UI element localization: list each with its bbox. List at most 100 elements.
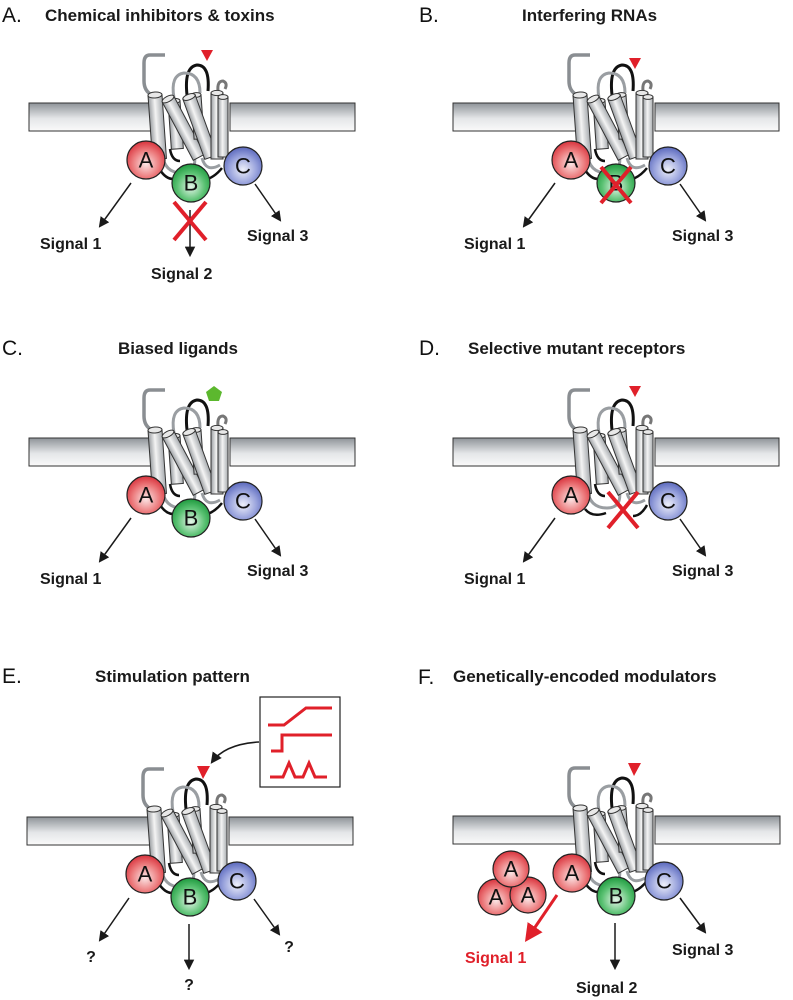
ligand-triangle-icon — [197, 766, 210, 779]
svg-text:A: A — [138, 862, 153, 887]
membrane-right — [229, 437, 356, 467]
ligand-triangle-icon — [628, 763, 641, 776]
membrane-right — [654, 102, 780, 132]
svg-text:A: A — [521, 883, 536, 908]
membrane-left — [452, 102, 580, 132]
effector-a: A — [126, 140, 166, 180]
membrane-right — [228, 816, 354, 846]
effector-c: C — [217, 861, 257, 901]
signal-1-label: Signal 1 — [464, 571, 525, 588]
panel-d-title: Selective mutant receptors — [468, 339, 685, 358]
signal-2-label: Signal 2 — [576, 980, 637, 997]
effector-b: B — [170, 877, 210, 917]
membrane-left — [26, 816, 154, 846]
membrane-right — [654, 815, 781, 845]
arrow-signal-3 — [253, 898, 281, 936]
effector-c: C — [223, 481, 263, 521]
panel-e-title: Stimulation pattern — [95, 667, 250, 686]
signal-1-label: Signal 1 — [465, 950, 526, 967]
svg-text:C: C — [229, 869, 245, 894]
panel-f-title: Genetically-encoded modulators — [453, 667, 717, 686]
effector-a: A — [125, 854, 165, 894]
ligand-triangle-icon — [629, 386, 641, 397]
membrane-left — [452, 437, 580, 467]
panel-a-letter: A. — [2, 4, 22, 27]
effector-a: A — [551, 475, 591, 515]
stimulation-pattern-inset — [259, 696, 341, 788]
svg-text:A: A — [564, 483, 579, 508]
svg-text:A: A — [565, 861, 580, 886]
effector-b: B — [596, 876, 636, 916]
panel-b-title: Interfering RNAs — [522, 6, 657, 25]
svg-text:A: A — [504, 857, 519, 882]
panel-e: E. Stimulation pattern A B C ? ? ? — [2, 665, 354, 994]
signal-3-label: Signal 3 — [672, 228, 733, 245]
modulator-cluster: A A A — [477, 850, 547, 916]
block-x-icon — [172, 200, 208, 242]
arrow-signal-1 — [98, 182, 132, 228]
arrow-signal-3 — [254, 183, 282, 222]
signal-1-unknown: ? — [86, 949, 96, 966]
signal-1-label: Signal 1 — [40, 236, 101, 253]
svg-text:A: A — [139, 148, 154, 173]
signal-3-unknown: ? — [284, 939, 294, 956]
effector-a: A — [126, 475, 166, 515]
modulator-a: A — [477, 878, 515, 916]
signal-2-unknown: ? — [184, 977, 194, 994]
panel-f: F. Genetically-encoded modulators A A A … — [418, 666, 781, 997]
effector-c: C — [648, 481, 688, 521]
panel-f-letter: F. — [418, 666, 434, 689]
pulse-pattern-icon — [270, 759, 327, 779]
membrane-right — [654, 437, 780, 467]
arrow-signal-1 — [98, 897, 130, 942]
arrow-signal-3 — [679, 183, 707, 222]
panel-e-letter: E. — [2, 665, 22, 688]
signal-2-label: Signal 2 — [151, 266, 212, 283]
panel-b-letter: B. — [419, 4, 439, 27]
modulator-a: A — [509, 876, 547, 914]
svg-text:C: C — [656, 869, 672, 894]
arrow-signal-1 — [98, 517, 132, 563]
signal-3-label: Signal 3 — [672, 563, 733, 580]
signal-3-label: Signal 3 — [247, 228, 308, 245]
panel-c: C. Biased ligands A B C Signal 1 Signal … — [2, 337, 356, 588]
effector-b: B — [171, 498, 211, 538]
ligand-triangle-icon — [201, 50, 213, 61]
arrow-signal-1 — [522, 182, 556, 228]
arrow-signal-3 — [679, 897, 707, 934]
panel-d-letter: D. — [419, 337, 440, 360]
panel-d: D. Selective mutant receptors A C Signal… — [419, 337, 780, 588]
arrow-signal-3 — [254, 518, 282, 557]
membrane-left — [452, 815, 580, 845]
membrane-left — [28, 102, 156, 132]
effector-c: C — [644, 861, 684, 901]
modulator-a: A — [492, 850, 530, 888]
signal-1-label: Signal 1 — [40, 571, 101, 588]
arrow-signal-1 — [522, 517, 556, 563]
ligand-triangle-icon — [629, 58, 641, 69]
effector-b: B — [171, 163, 211, 203]
membrane-left — [28, 437, 156, 467]
svg-text:C: C — [660, 154, 676, 179]
panel-c-letter: C. — [2, 337, 23, 360]
svg-text:A: A — [489, 885, 504, 910]
panel-a: A. Chemical inhibitors & toxins A B C Si… — [2, 4, 356, 283]
step-pattern-icon — [271, 733, 332, 753]
svg-text:C: C — [235, 154, 251, 179]
arrow-signal-3 — [679, 518, 707, 557]
effector-c: C — [223, 146, 263, 186]
panel-c-title: Biased ligands — [118, 339, 238, 358]
panel-a-title: Chemical inhibitors & toxins — [45, 6, 275, 25]
effector-a: A — [552, 853, 592, 893]
arrow-signal-1 — [524, 894, 559, 942]
svg-text:B: B — [184, 506, 199, 531]
curved-arrow — [210, 741, 260, 764]
svg-text:A: A — [564, 148, 579, 173]
svg-text:B: B — [609, 884, 624, 909]
signal-3-label: Signal 3 — [247, 563, 308, 580]
ligand-pentagon-icon — [206, 386, 222, 401]
svg-text:B: B — [184, 171, 199, 196]
svg-text:A: A — [139, 483, 154, 508]
block-x-icon — [599, 165, 633, 205]
